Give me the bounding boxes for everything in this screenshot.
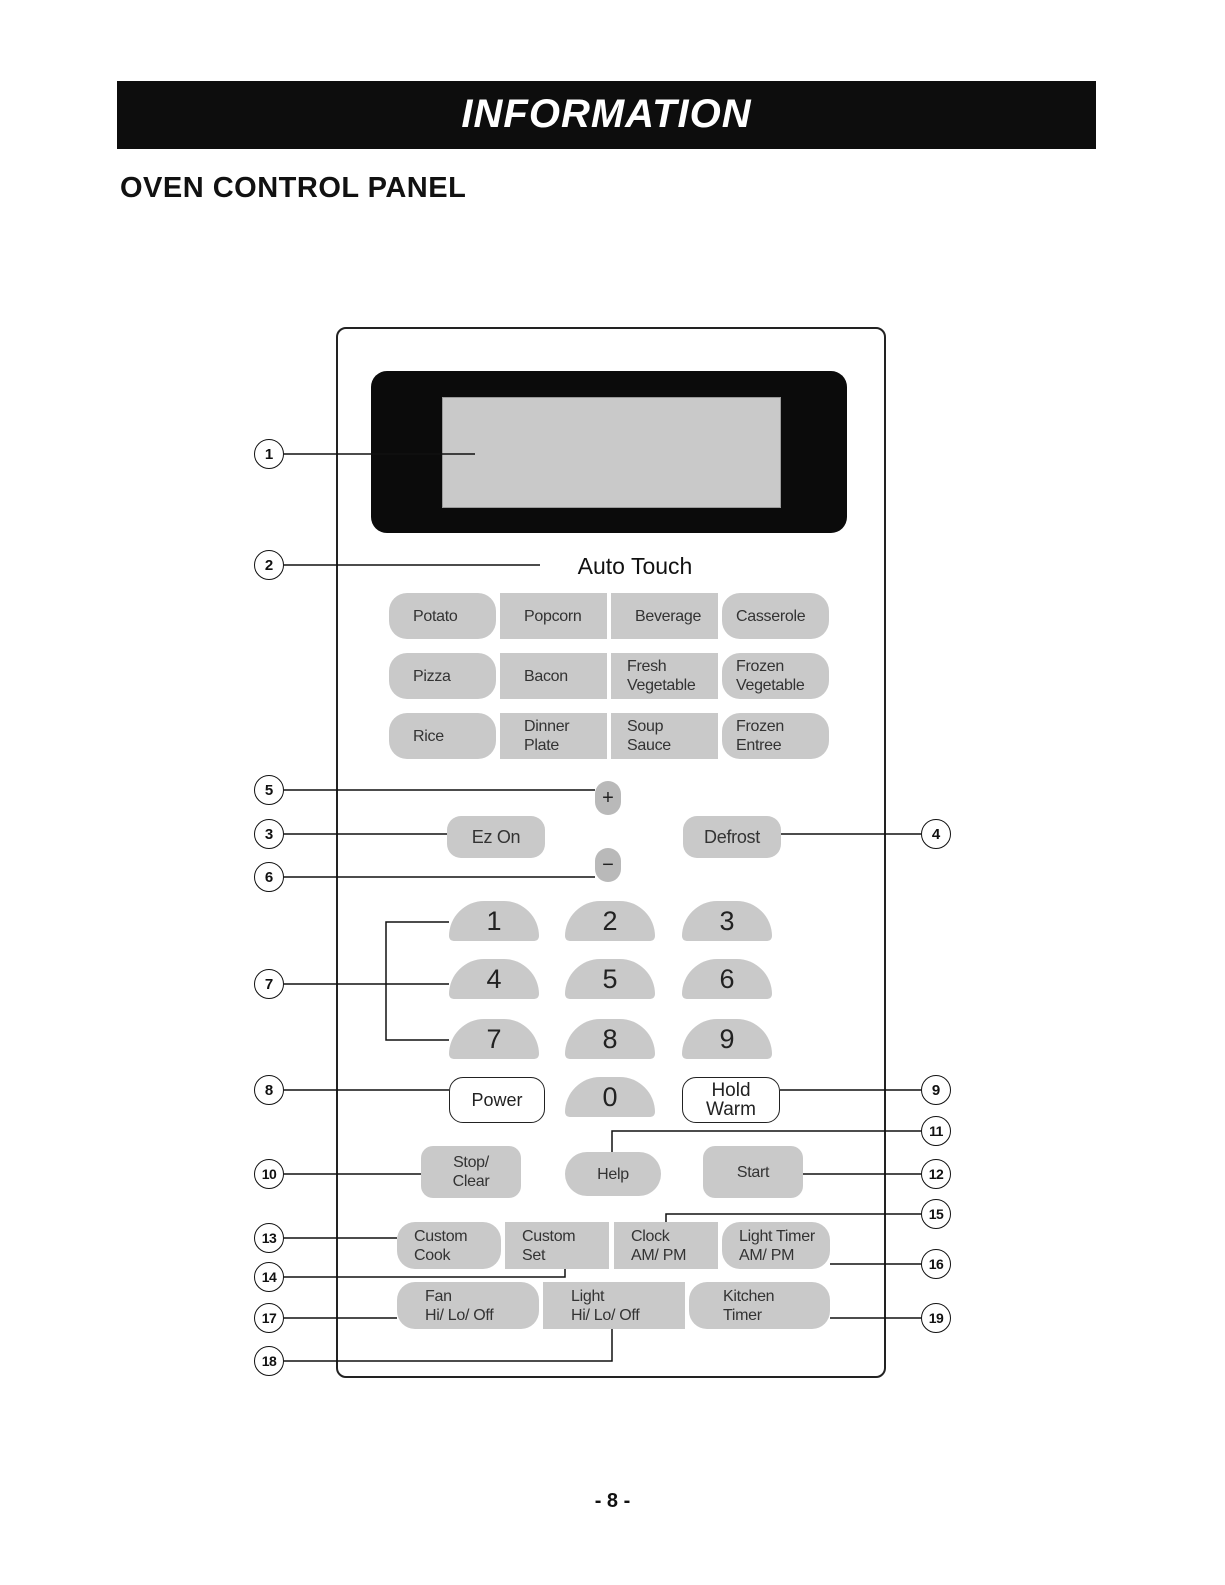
header-bar: INFORMATION <box>117 81 1096 149</box>
callout-6: 6 <box>254 862 284 892</box>
digit-3-button[interactable]: 3 <box>682 901 772 941</box>
callout-2: 2 <box>254 550 284 580</box>
digit-7-button[interactable]: 7 <box>449 1019 539 1059</box>
callout-16: 16 <box>921 1249 951 1279</box>
callout-3: 3 <box>254 819 284 849</box>
power-button[interactable]: Power <box>449 1077 545 1123</box>
callout-15: 15 <box>921 1199 951 1229</box>
callout-11: 11 <box>921 1116 951 1146</box>
digit-8-button[interactable]: 8 <box>565 1019 655 1059</box>
minus-button[interactable]: − <box>595 848 621 882</box>
header-title: INFORMATION <box>461 92 752 136</box>
beverage-button[interactable]: Beverage <box>611 593 718 639</box>
section-title: OVEN CONTROL PANEL <box>120 172 467 204</box>
pizza-button[interactable]: Pizza <box>389 653 496 699</box>
popcorn-button[interactable]: Popcorn <box>500 593 607 639</box>
help-button[interactable]: Help <box>565 1152 661 1196</box>
digit-9-button[interactable]: 9 <box>682 1019 772 1059</box>
auto-touch-label: Auto Touch <box>577 553 693 579</box>
start-button[interactable]: Start <box>703 1146 803 1198</box>
callout-10: 10 <box>254 1159 284 1189</box>
digit-5-button[interactable]: 5 <box>565 959 655 999</box>
display-screen <box>442 397 781 508</box>
defrost-button[interactable]: Defrost <box>683 816 781 858</box>
callout-14: 14 <box>254 1262 284 1292</box>
casserole-button[interactable]: Casserole <box>722 593 829 639</box>
page-number: - 8 - <box>594 1490 631 1512</box>
callout-12: 12 <box>921 1159 951 1189</box>
plus-button[interactable]: + <box>595 781 621 815</box>
callout-19: 19 <box>921 1303 951 1333</box>
rice-button[interactable]: Rice <box>389 713 496 759</box>
potato-button[interactable]: Potato <box>389 593 496 639</box>
digit-1-button[interactable]: 1 <box>449 901 539 941</box>
digit-4-button[interactable]: 4 <box>449 959 539 999</box>
callout-17: 17 <box>254 1303 284 1333</box>
callout-18: 18 <box>254 1346 284 1376</box>
ez-on-button[interactable]: Ez On <box>447 816 545 858</box>
callout-13: 13 <box>254 1223 284 1253</box>
digit-6-button[interactable]: 6 <box>682 959 772 999</box>
callout-7: 7 <box>254 969 284 999</box>
callout-5: 5 <box>254 775 284 805</box>
callout-9: 9 <box>921 1075 951 1105</box>
stop-clear-button[interactable]: Stop/Clear <box>421 1146 521 1198</box>
digit-2-button[interactable]: 2 <box>565 901 655 941</box>
callout-8: 8 <box>254 1075 284 1105</box>
bacon-button[interactable]: Bacon <box>500 653 607 699</box>
digit-0-button[interactable]: 0 <box>565 1077 655 1117</box>
callout-1: 1 <box>254 439 284 469</box>
callout-4: 4 <box>921 819 951 849</box>
